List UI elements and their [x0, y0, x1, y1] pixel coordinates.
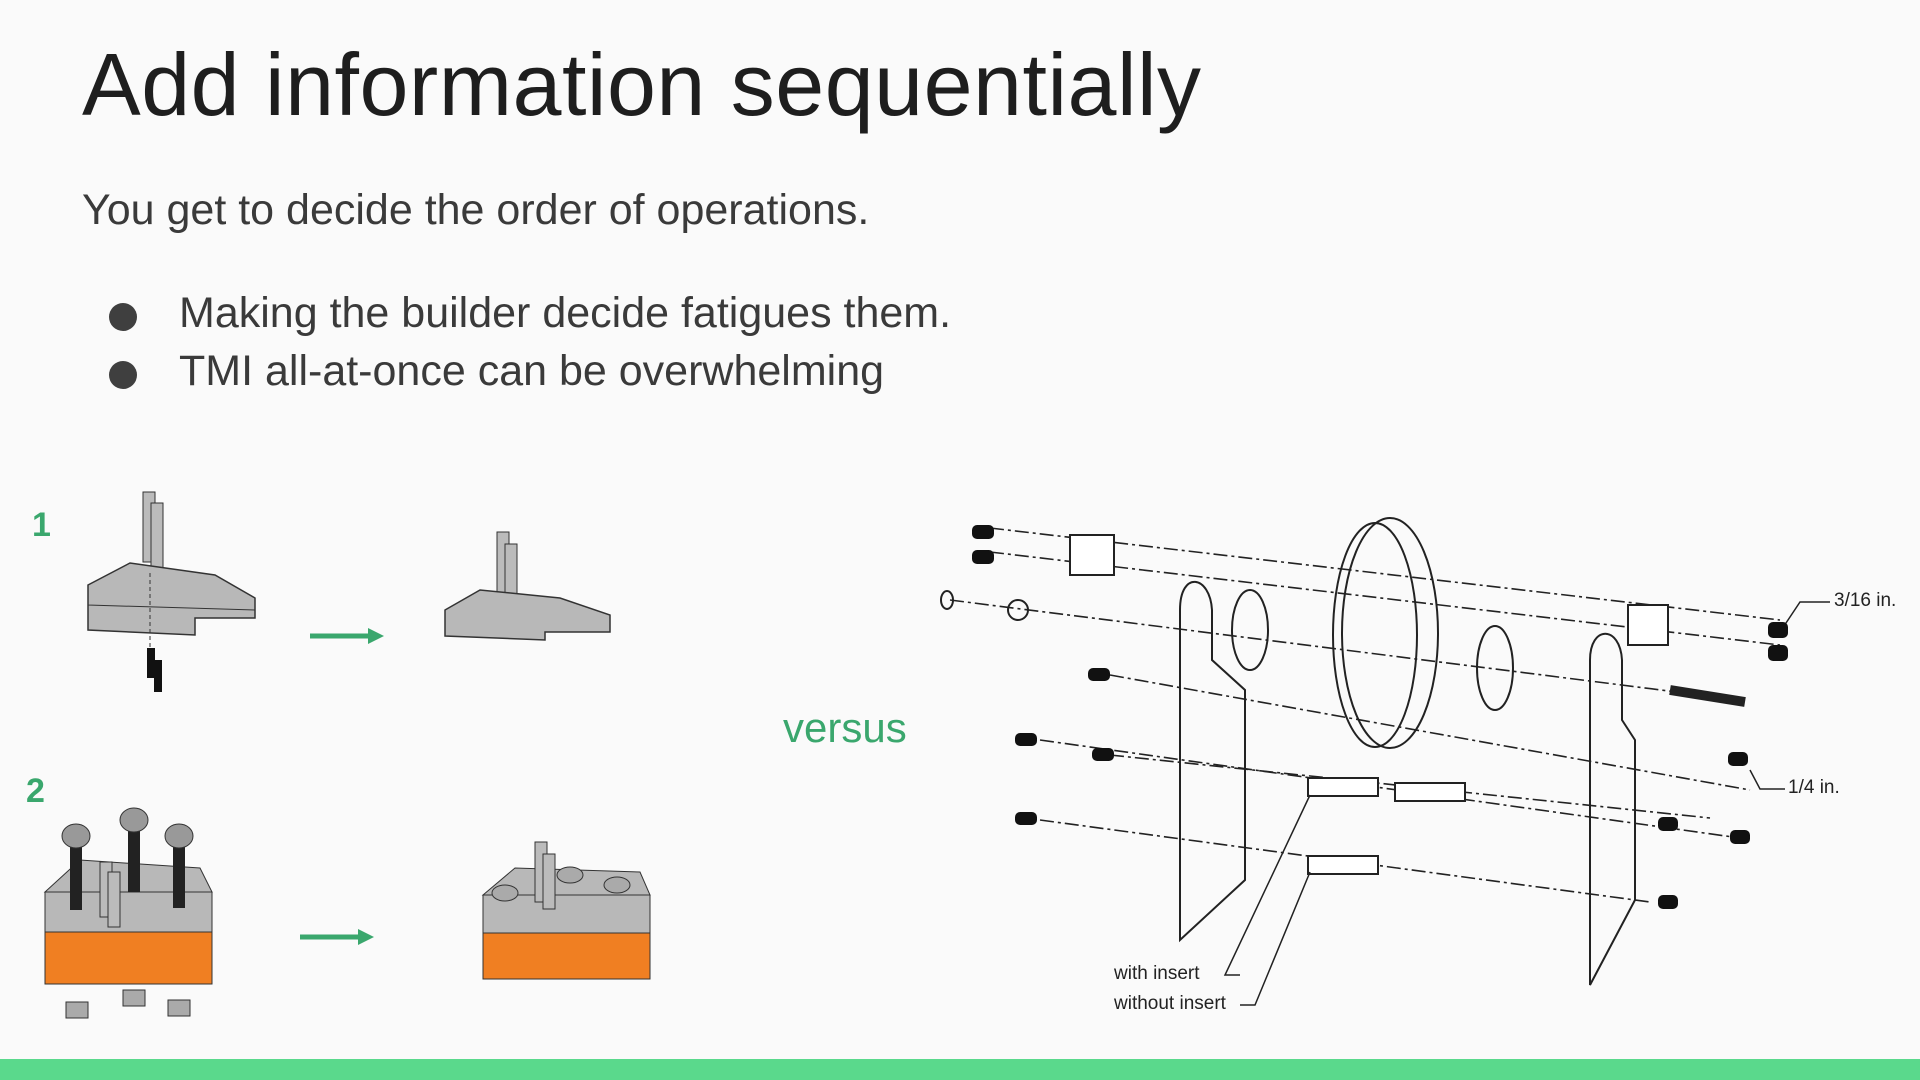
screws	[972, 525, 1788, 909]
bullet-item: TMI all-at-once can be overwhelming	[106, 342, 951, 400]
step-number-1: 1	[32, 506, 51, 544]
step2-before-drawing	[43, 807, 213, 1019]
step-number-2: 2	[26, 772, 45, 810]
slide-subtitle: You get to decide the order of operation…	[82, 186, 870, 234]
label-1-4-in: 1/4 in.	[1788, 777, 1840, 798]
bullet-list: Making the builder decide fatigues them.…	[106, 284, 951, 400]
label-without-insert: without insert	[1114, 993, 1226, 1014]
label-3-16-in: 3/16 in.	[1834, 590, 1897, 611]
arrow-icon	[368, 628, 384, 644]
bullet-text: TMI all-at-once can be overwhelming	[179, 347, 885, 395]
slide-title: Add information sequentially	[82, 35, 1202, 134]
versus-label: versus	[783, 704, 907, 751]
step1-after-drawing	[444, 531, 611, 641]
bullet-item: Making the builder decide fatigues them.	[106, 284, 951, 342]
exploded-assembly-diagram	[940, 517, 1830, 1006]
label-with-insert: with insert	[1114, 963, 1200, 984]
footer-accent-bar	[0, 1059, 1920, 1080]
bullet-text: Making the builder decide fatigues them.	[179, 289, 952, 337]
bullet-dot-icon	[109, 303, 137, 331]
arrow-icon	[358, 929, 374, 945]
step2-after-drawing	[481, 841, 651, 980]
bullet-dot-icon	[109, 361, 137, 389]
step1-before-drawing	[87, 491, 256, 692]
